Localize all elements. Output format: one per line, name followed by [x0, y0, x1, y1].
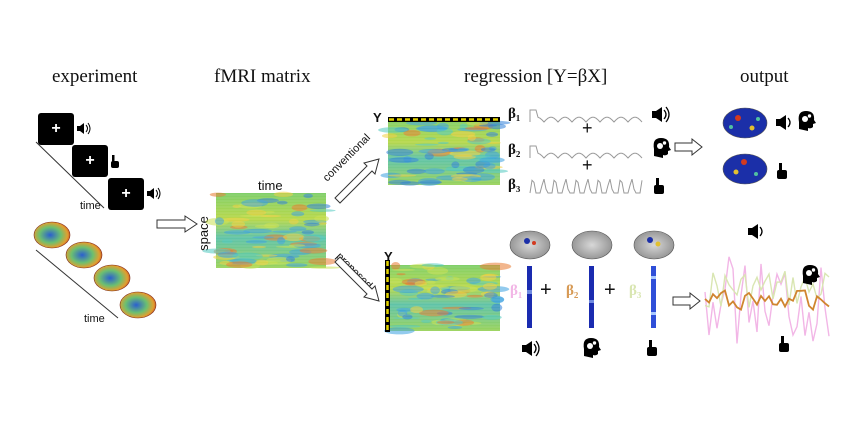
brain-map-icon — [509, 230, 551, 260]
heading-output: output — [740, 66, 789, 87]
arrow-to-output — [674, 137, 703, 157]
arrow-conventional — [334, 158, 380, 204]
label-time-matrix: time — [258, 178, 283, 193]
head-gears-icon — [653, 138, 671, 158]
speaker-icon — [776, 115, 791, 130]
pointing-hand-icon — [647, 340, 657, 356]
arrow-proposed — [334, 256, 380, 302]
fixation-cross: + — [121, 185, 131, 202]
label-y-top: Y — [373, 110, 382, 125]
brain-map-icon — [633, 230, 675, 260]
head-gears-icon — [798, 111, 816, 131]
beta-bar-3 — [651, 266, 656, 328]
pointing-hand-icon — [111, 155, 119, 168]
output-timecourses — [704, 256, 830, 344]
beta-3-label-proposed: β₃ — [629, 283, 642, 299]
pointing-hand-icon — [779, 336, 789, 352]
speaker-icon — [748, 224, 763, 239]
speaker-icon — [147, 187, 161, 200]
label-time-stimuli: time — [80, 200, 101, 212]
arrow-to-timecourses — [672, 291, 701, 311]
brain-map-icon — [571, 230, 613, 260]
pointing-hand-icon — [654, 178, 664, 194]
pointing-hand-icon — [777, 163, 787, 179]
regressor-timecourse — [529, 109, 643, 194]
beta-2-label-proposed: β₂ — [566, 283, 579, 299]
label-y-bottom: Y — [384, 249, 393, 264]
brain-map-icon — [722, 107, 768, 139]
speaker-icon — [522, 340, 540, 357]
fixation-cross: + — [85, 152, 95, 169]
beta-bar-1 — [527, 266, 532, 328]
beta-1-label: β₁ — [508, 106, 521, 122]
beta-bar-2 — [589, 266, 594, 328]
heading-fmri-matrix: fMRI matrix — [214, 66, 311, 87]
beta-2-label: β₂ — [508, 142, 521, 158]
plus-sign: + — [582, 155, 593, 175]
y-matrix-proposed — [384, 260, 512, 335]
plus-sign: + — [604, 279, 616, 301]
timeline-axis — [35, 141, 105, 209]
stimulus-frame: + — [72, 145, 108, 177]
plus-sign: + — [582, 118, 593, 138]
timeline-axis — [35, 249, 119, 319]
speaker-icon — [77, 122, 91, 135]
beta-1-label-proposed: β₁ — [510, 283, 523, 299]
head-gears-icon — [802, 265, 820, 285]
fmri-matrix-heatmap — [202, 191, 341, 269]
arrow-to-matrix — [156, 215, 198, 233]
head-gears-icon — [583, 338, 601, 358]
stimulus-frame: + — [38, 113, 74, 145]
heading-experiment: experiment — [52, 66, 138, 87]
beta-3-label: β₃ — [508, 177, 521, 193]
speaker-icon — [652, 106, 670, 123]
label-time-brains: time — [84, 313, 105, 325]
brain-map-icon — [33, 221, 157, 319]
y-matrix-conventional — [378, 117, 511, 186]
brain-map-icon — [722, 153, 768, 185]
stimulus-frame: + — [108, 178, 144, 210]
heading-regression: regression [Y=βX] — [464, 66, 608, 87]
fixation-cross: + — [51, 120, 61, 137]
plus-sign: + — [540, 279, 552, 301]
